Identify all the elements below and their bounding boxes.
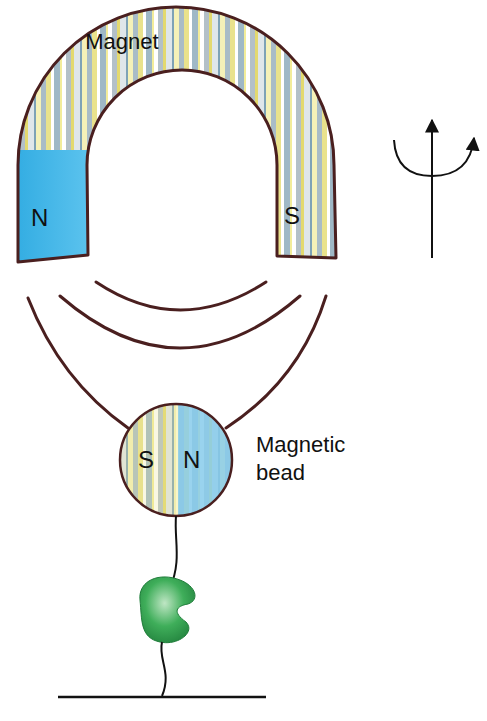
horseshoe-magnet [0,7,336,270]
rotation-symbol [394,120,474,258]
pole-label: N [183,446,200,474]
protein [140,577,195,643]
surface [58,696,266,699]
pole-label: N [31,204,48,232]
part-name: Magnet [85,28,158,56]
pole-label: S [138,446,154,474]
magnetic-bead: SNMagnetic bead [119,403,233,517]
magnetic-bead [118,402,236,518]
magnet: MagnetN S [0,0,340,265]
pole-label: S [284,202,300,230]
part-name: Magnetic bead [256,431,368,487]
tether [161,642,165,696]
